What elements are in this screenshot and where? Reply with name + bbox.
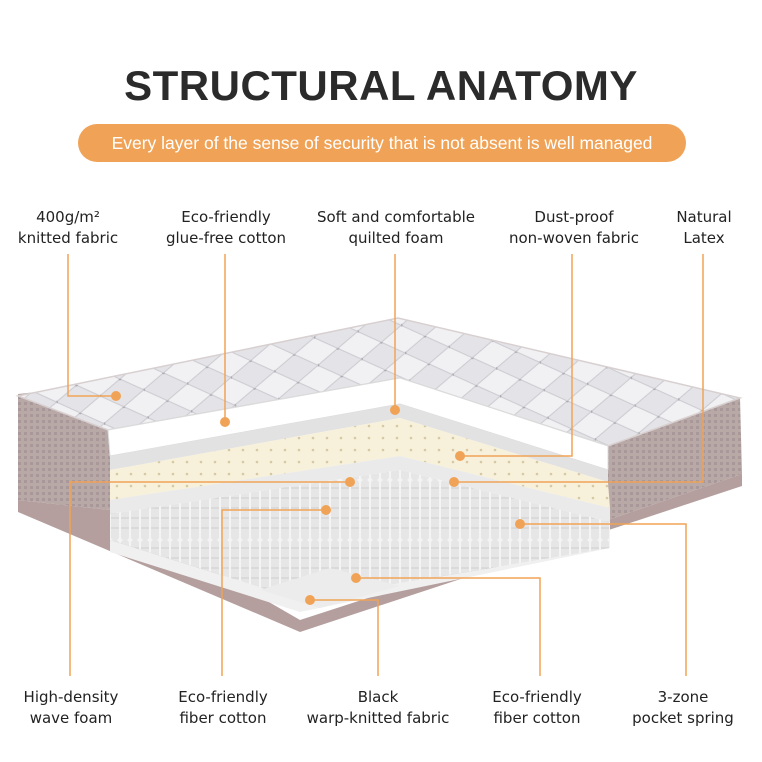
label-fiber-cotton-left: Eco-friendly fiber cotton (178, 688, 268, 727)
layer-natural-latex (110, 418, 610, 508)
label-wave-foam: High-density wave foam (23, 688, 119, 727)
layer-fiber-cotton (110, 540, 610, 612)
label-fiber-cotton-right: Eco-friendly fiber cotton (492, 688, 582, 727)
label-glue-free-cotton: Eco-friendly glue-free cotton (165, 208, 287, 247)
layer-pocket-spring (110, 470, 610, 600)
label-pocket-spring: 3-zone pocket spring (632, 688, 734, 727)
label-quilted-foam: Soft and comfortable quilted foam (316, 208, 475, 247)
subtitle-banner: Every layer of the sense of security tha… (78, 124, 686, 162)
callout-lines (67, 254, 704, 676)
label-warp-knitted-fabric: Black warp-knitted fabric (306, 688, 450, 727)
label-non-woven-fabric: Dust-proof non-woven fabric (508, 208, 639, 247)
subtitle-text: Every layer of the sense of security tha… (111, 133, 653, 153)
page-title: STRUCTURAL ANATOMY (124, 62, 638, 109)
label-natural-latex: Natural Latex (676, 208, 732, 247)
layer-non-woven (110, 404, 608, 482)
mattress-side-right (608, 398, 742, 520)
label-knitted-fabric: 400g/m² knitted fabric (17, 208, 119, 247)
callout-dots (111, 391, 525, 605)
layer-wave-foam (110, 456, 610, 522)
